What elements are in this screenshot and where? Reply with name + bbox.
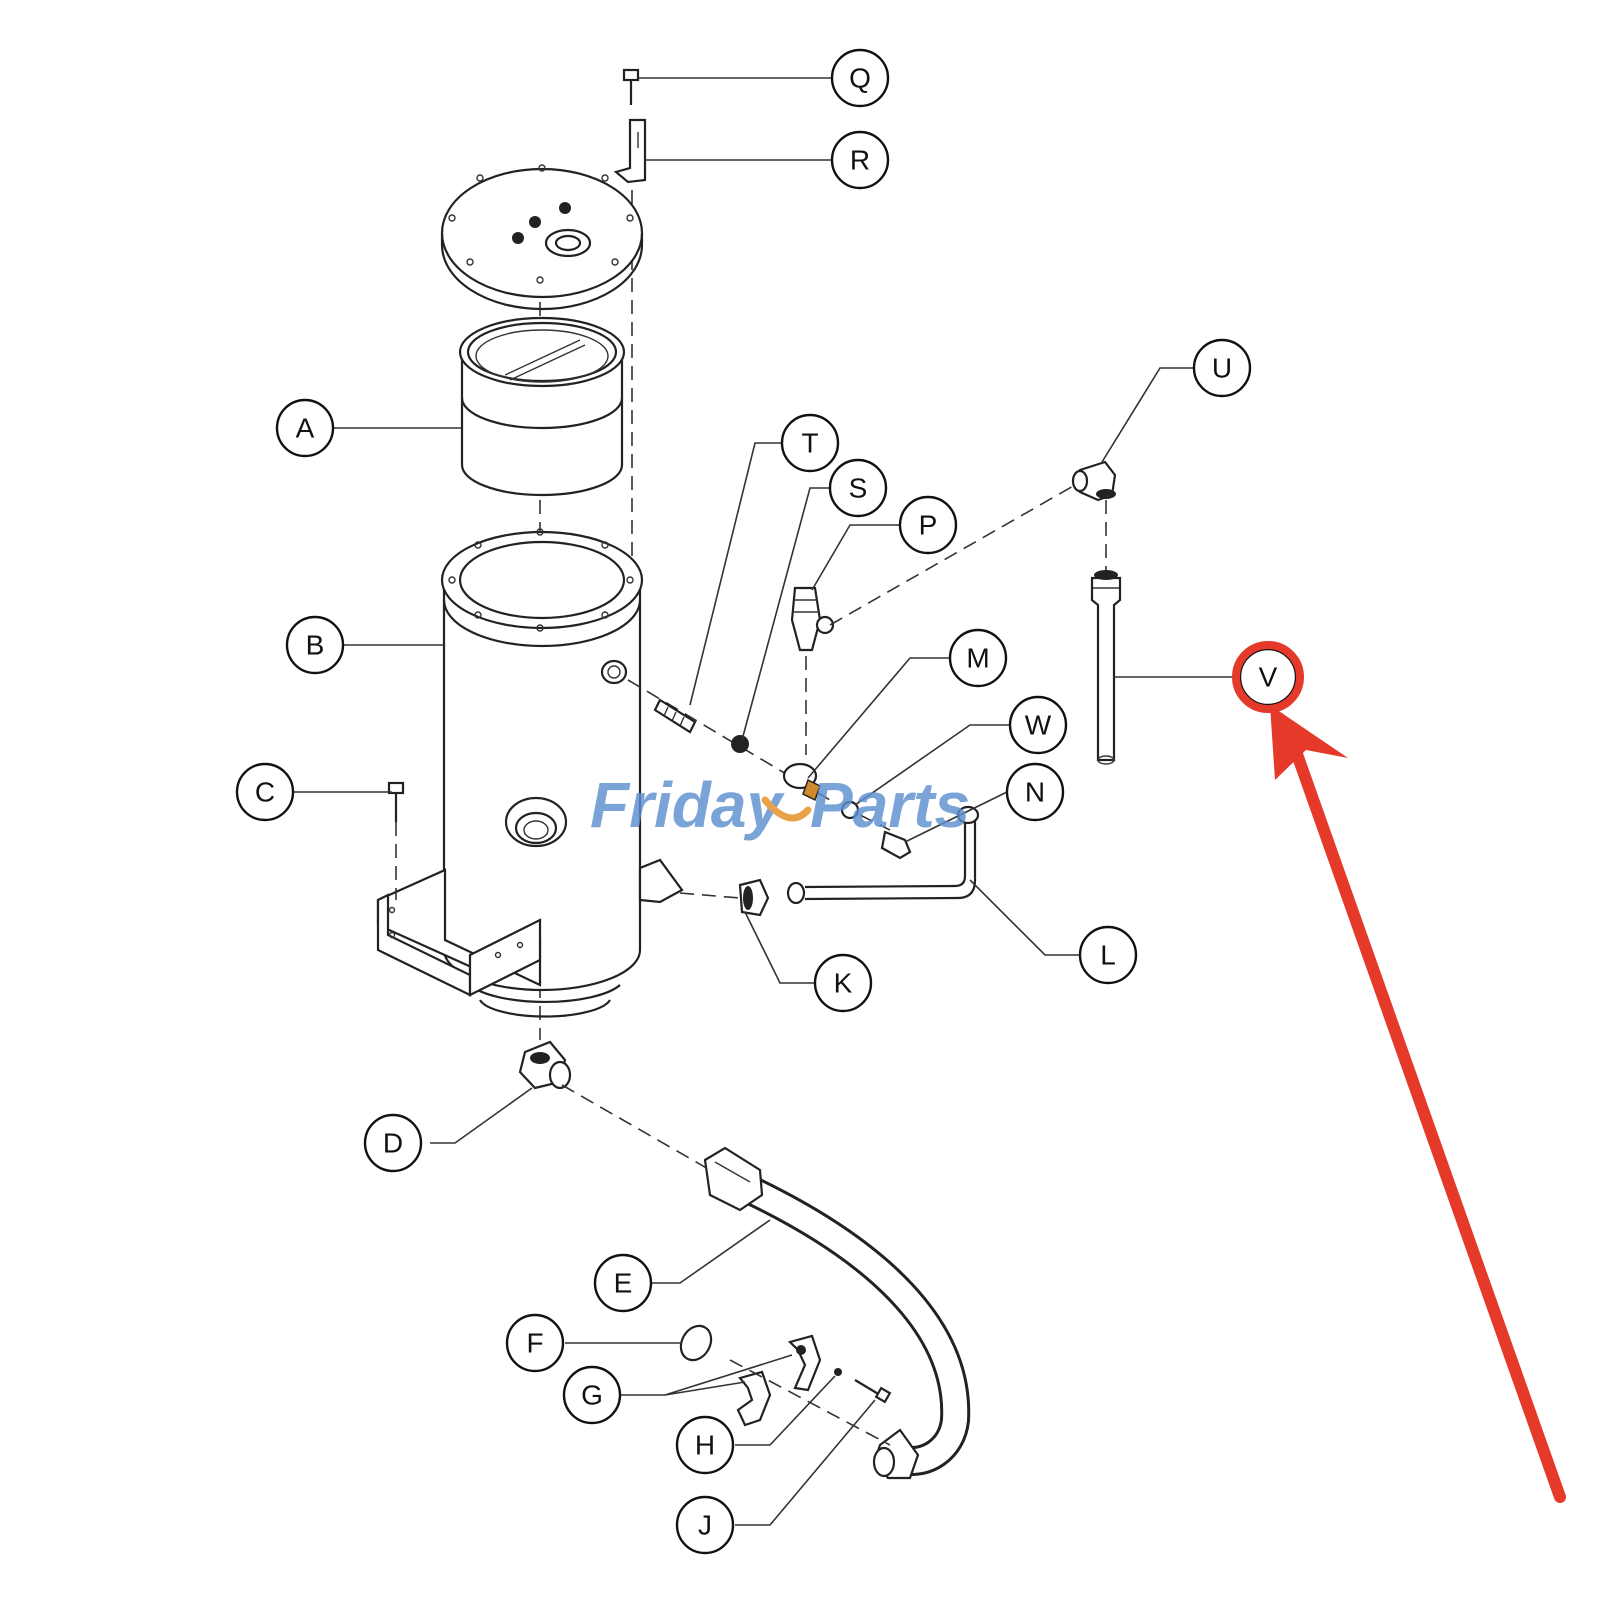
callout-f: F bbox=[505, 1313, 565, 1373]
part-k-elbow bbox=[738, 878, 770, 917]
k-axis bbox=[679, 892, 741, 899]
t-axis bbox=[627, 679, 831, 801]
callout-n: N bbox=[1005, 762, 1065, 822]
part-top-lid bbox=[440, 164, 644, 311]
svg-text:H: H bbox=[695, 1430, 715, 1461]
part-q-bolt bbox=[622, 68, 640, 105]
watermark-friday: Friday bbox=[590, 769, 785, 841]
svg-text:N: N bbox=[1025, 777, 1045, 808]
part-m-adapter bbox=[782, 762, 821, 802]
svg-text:Q: Q bbox=[849, 63, 871, 94]
part-s-nut bbox=[731, 735, 749, 753]
watermark-parts: Parts bbox=[810, 769, 970, 841]
callout-c: C bbox=[235, 762, 295, 822]
part-g-clamp bbox=[729, 1334, 891, 1446]
callout-b: B bbox=[285, 615, 345, 675]
part-v-tube bbox=[1090, 570, 1122, 765]
callout-j: J bbox=[675, 1495, 735, 1555]
part-b-housing bbox=[440, 528, 684, 1018]
part-u-elbow bbox=[1071, 460, 1117, 570]
highlight-annotation bbox=[1232, 641, 1566, 1503]
svg-text:B: B bbox=[306, 630, 325, 661]
svg-text:K: K bbox=[834, 968, 853, 999]
callout-u: U bbox=[1192, 338, 1252, 398]
callout-r: R bbox=[830, 130, 890, 190]
callout-h: H bbox=[675, 1415, 735, 1475]
part-j-bolt bbox=[854, 1379, 892, 1404]
leader-lines bbox=[292, 77, 1238, 1526]
callout-v: V bbox=[1238, 647, 1298, 707]
part-c-bolt bbox=[387, 781, 405, 900]
svg-text:P: P bbox=[919, 510, 938, 541]
part-a-filter bbox=[458, 316, 626, 497]
callout-e: E bbox=[593, 1253, 653, 1313]
part-n-fitting bbox=[859, 814, 912, 860]
part-base-bracket bbox=[376, 868, 542, 997]
svg-text:E: E bbox=[614, 1268, 633, 1299]
callout-g: G bbox=[562, 1365, 622, 1425]
callout-m: M bbox=[948, 628, 1008, 688]
watermark-swoosh bbox=[761, 796, 812, 822]
callout-q: Q bbox=[830, 48, 890, 108]
svg-text:W: W bbox=[1025, 710, 1052, 741]
svg-text:G: G bbox=[581, 1380, 603, 1411]
svg-text:T: T bbox=[801, 428, 818, 459]
part-d-fitting bbox=[518, 1040, 572, 1090]
callout-w: W bbox=[1008, 695, 1068, 755]
part-p-valve bbox=[790, 586, 835, 755]
callout-t: T bbox=[780, 413, 840, 473]
svg-text:C: C bbox=[255, 777, 275, 808]
highlight-ring bbox=[1232, 641, 1304, 713]
part-r-bracket bbox=[613, 118, 647, 184]
callout-k: K bbox=[813, 953, 873, 1013]
svg-text:S: S bbox=[849, 473, 868, 504]
callout-d: D bbox=[363, 1113, 423, 1173]
part-e-hose bbox=[561, 1084, 971, 1480]
callout-s: S bbox=[828, 458, 888, 518]
part-f-oring bbox=[679, 1324, 713, 1362]
p-to-u-axis bbox=[829, 484, 1076, 626]
svg-text:M: M bbox=[966, 643, 989, 674]
svg-text:V: V bbox=[1259, 662, 1278, 693]
part-l-tube bbox=[786, 805, 980, 905]
highlight-arrow-shaft bbox=[1286, 734, 1566, 1503]
highlight-arrow-head bbox=[1270, 705, 1348, 780]
svg-text:L: L bbox=[1100, 940, 1116, 971]
part-w-fitting bbox=[840, 800, 860, 820]
svg-text:A: A bbox=[296, 413, 315, 444]
part-h-washer bbox=[834, 1368, 842, 1376]
svg-text:F: F bbox=[526, 1328, 543, 1359]
svg-text:J: J bbox=[698, 1510, 712, 1541]
callout-p: P bbox=[898, 495, 958, 555]
svg-text:D: D bbox=[383, 1128, 403, 1159]
callout-l: L bbox=[1078, 925, 1138, 985]
part-t-nipple bbox=[653, 698, 697, 734]
svg-text:U: U bbox=[1212, 353, 1232, 384]
svg-text:R: R bbox=[850, 145, 870, 176]
callout-a: A bbox=[275, 398, 335, 458]
